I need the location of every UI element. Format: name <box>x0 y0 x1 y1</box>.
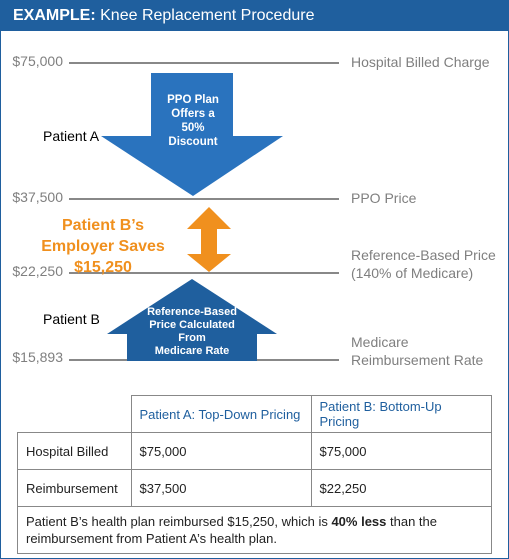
header-bold: EXAMPLE: <box>13 7 96 24</box>
patient-b-label: Patient B <box>43 311 100 327</box>
table-row: Reimbursement $37,500 $22,250 <box>17 469 492 507</box>
up-arrow-line1: Reference-Based <box>147 306 237 318</box>
label-medicare-reimbursement: Medicare Reimbursement Rate <box>351 333 509 369</box>
price-15893: $15,893 <box>12 349 63 365</box>
table-row-label: Reimbursement <box>17 469 132 507</box>
table-header-row: Patient A: Top-Down Pricing Patient B: B… <box>17 395 492 433</box>
up-arrow-line4: Medicare Rate <box>154 345 230 357</box>
header-bar: EXAMPLE: Knee Replacement Procedure <box>1 1 508 31</box>
table-header-patient-b: Patient B: Bottom-Up Pricing <box>310 395 492 433</box>
price-22250: $22,250 <box>12 263 63 279</box>
down-arrow-line3: 50% <box>181 122 205 134</box>
label-reference-based-price: Reference-Based Price (140% of Medicare) <box>351 246 509 282</box>
label-rbp-line1: Reference-Based Price <box>351 247 496 263</box>
label-ppo-price: PPO Price <box>351 190 417 206</box>
table-cell-a: $75,000 <box>130 432 312 470</box>
down-arrow-line4: Discount <box>168 136 218 148</box>
line-hospital-billed <box>69 62 339 64</box>
table-cell-b: $75,000 <box>310 432 492 470</box>
table-corner-cell <box>17 395 132 433</box>
down-arrow-line1: PPO Plan <box>167 94 219 106</box>
savings-line2: Employer Saves <box>41 238 165 255</box>
double-arrow-shape <box>187 207 231 272</box>
label-hospital-billed-charge: Hospital Billed Charge <box>351 54 490 70</box>
down-arrow-text: PPO Plan Offers a 50% Discount <box>153 93 233 149</box>
savings-line3: $15,250 <box>74 259 132 276</box>
table-header-patient-a: Patient A: Top-Down Pricing <box>130 395 312 433</box>
label-rbp-line2: (140% of Medicare) <box>351 265 474 281</box>
note-text-post: than the reimbursement from Patient A’s … <box>26 514 437 546</box>
comparison-table: Patient A: Top-Down Pricing Patient B: B… <box>17 395 492 554</box>
header-title: Knee Replacement Procedure <box>100 7 315 24</box>
up-arrow-line2: Price Calculated <box>149 319 235 331</box>
note-text-pre: Patient B’s health plan reimbursed $15,2… <box>26 514 332 529</box>
down-arrow-line2: Offers a <box>171 108 215 120</box>
price-75000: $75,000 <box>12 53 63 69</box>
note-text-bold: 40% less <box>331 514 387 529</box>
table-cell-b: $22,250 <box>310 469 492 507</box>
table-note: Patient B’s health plan reimbursed $15,2… <box>17 506 492 554</box>
down-arrow-shape <box>101 73 283 196</box>
arrows-svg <box>101 73 283 361</box>
up-arrow-shape <box>107 279 277 361</box>
line-ppo-price <box>69 198 339 200</box>
label-medicare-line1: Medicare <box>351 334 409 350</box>
table-row: Hospital Billed $75,000 $75,000 <box>17 432 492 470</box>
up-arrow-line3: From <box>178 332 206 344</box>
table-note-row: Patient B’s health plan reimbursed $15,2… <box>17 506 492 554</box>
label-medicare-line2: Reimbursement Rate <box>351 352 484 368</box>
table-row-label: Hospital Billed <box>17 432 132 470</box>
savings-line1: Patient B’s <box>61 217 145 234</box>
price-37500: $37,500 <box>12 189 63 205</box>
patient-a-label: Patient A <box>43 128 100 144</box>
savings-callout: Patient B’s Employer Saves $15,250 <box>25 215 181 278</box>
line-reference-based <box>69 272 339 274</box>
table-cell-a: $37,500 <box>130 469 312 507</box>
up-arrow-text: Reference-Based Price Calculated From Me… <box>137 306 247 358</box>
